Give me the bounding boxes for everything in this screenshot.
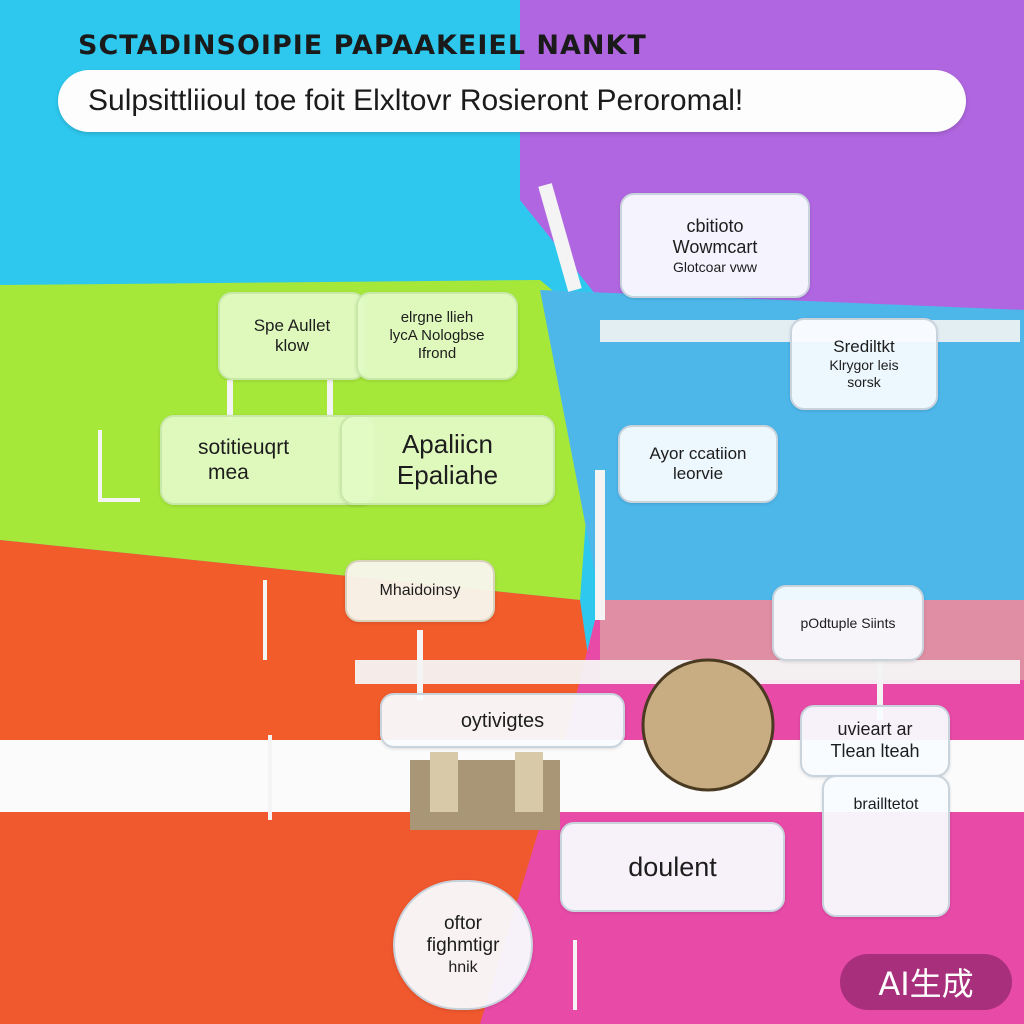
- diagram-node-top-right[interactable]: cbitioto Wowmcart Glotcoar vww: [620, 193, 810, 298]
- top-heading: SCTADINSOIPIE PAPAAKEIEL NANKT: [78, 30, 647, 61]
- node-line: cbitioto: [686, 215, 744, 236]
- node-line: uvieart ar: [837, 719, 913, 740]
- diagram-node-left-small-right[interactable]: elrgne llieh lycA Nologbse Ifrond: [356, 292, 518, 380]
- diagram-node-circle[interactable]: oftor fighmtigr hnik: [393, 880, 533, 1010]
- node-line: pOdtuple Siints: [800, 614, 896, 631]
- banner-text: Sulpsittliioul toe foit Elxltovr Rosiero…: [88, 84, 744, 117]
- node-line: Srediltkt: [833, 337, 895, 356]
- diagram-node-bottom-center[interactable]: doulent: [560, 822, 785, 912]
- node-line: sorsk: [847, 374, 881, 391]
- node-line: brailltetot: [853, 796, 919, 813]
- node-line: Ifrond: [417, 345, 457, 362]
- node-line: fighmtigr: [426, 935, 500, 957]
- node-line: lycA Nologbse: [389, 327, 485, 344]
- node-line: oytivigtes: [460, 709, 545, 732]
- node-line: Tlean lteah: [830, 741, 920, 761]
- ai-generated-badge: AI生成: [840, 954, 1012, 1010]
- diagram-node-left-small[interactable]: Spe Aullet klow: [218, 292, 366, 380]
- diagram-node-bottom-right-top[interactable]: uvieart ar Tlean lteah: [800, 705, 950, 777]
- diagram-node-right-mid[interactable]: Srediltkt Klrygor leis sorsk: [790, 318, 938, 410]
- diagram-node-right-lower[interactable]: pOdtuple Siints: [772, 585, 924, 661]
- node-line: klow: [274, 336, 309, 355]
- diagram-node-green-left[interactable]: sotitieuqrt mea: [160, 415, 375, 505]
- node-line: sotitieuqrt: [198, 435, 290, 459]
- node-line: Ayor ccatiion: [649, 443, 747, 463]
- diagram-node-bottom-left[interactable]: oytivigtes: [380, 693, 625, 748]
- diagram-node-blue-card[interactable]: Ayor ccatiion leorvie: [618, 425, 778, 503]
- node-line: Apaliicn: [401, 428, 494, 459]
- node-line: Epaliahe: [396, 460, 499, 490]
- node-line: Klrygor leis: [829, 357, 899, 374]
- diagram-node-green-center[interactable]: Apaliicn Epaliahe: [340, 415, 555, 505]
- node-line: leorvie: [672, 464, 724, 483]
- diagram-node-middle[interactable]: Mhaidoinsy: [345, 560, 495, 622]
- node-line: oftor: [443, 912, 483, 934]
- diagram-node-bottom-right-bottom[interactable]: brailltetot: [822, 775, 950, 917]
- node-line: hnik: [448, 959, 478, 977]
- node-line: Wowmcart: [672, 237, 758, 258]
- node-line: elrgne llieh: [400, 309, 474, 326]
- title-banner: Sulpsittliioul toe foit Elxltovr Rosiero…: [58, 70, 966, 132]
- node-line: doulent: [628, 851, 717, 882]
- node-line: Glotcoar vww: [672, 258, 758, 275]
- node-line: mea: [208, 461, 249, 484]
- node-line: Mhaidoinsy: [379, 582, 461, 600]
- node-line: Spe Aullet: [253, 315, 331, 335]
